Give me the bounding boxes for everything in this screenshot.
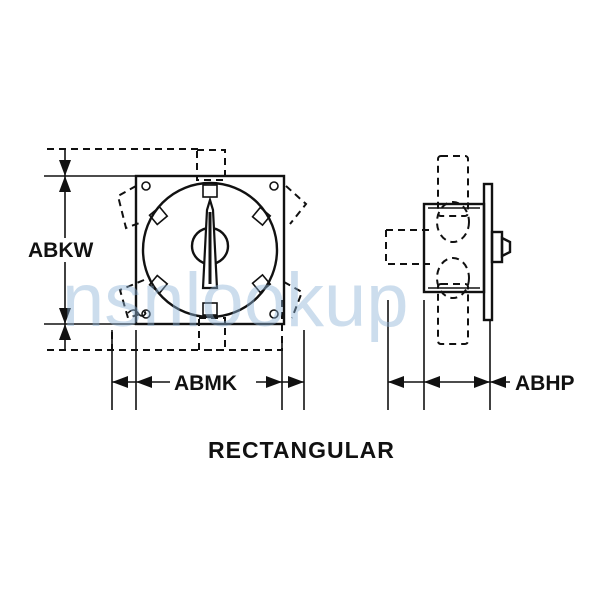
abmk-dimension: ABMK [111,330,305,410]
mounting-hole-tr [269,181,279,191]
dashed-handle-upper-left [116,185,143,230]
dashed-handle-top [196,149,226,181]
side-dashed-cam-lower [436,257,470,299]
abmk-arrow-1 [112,376,128,388]
switch-body-inner-lines [428,207,480,289]
position-marker-upper-right [251,206,272,227]
position-marker-bottom [202,302,218,316]
wire-lead [127,309,147,317]
dial-circle [141,181,279,319]
abmk-arrow-3 [266,376,282,388]
mounting-plate [134,174,286,326]
position-marker-lower-right [251,273,272,294]
mounting-hole-bl [141,309,151,319]
mounting-hole-br [269,309,279,319]
dashed-handle-lower-right [283,281,304,319]
knob-stub [490,230,504,264]
abmk-label-bg [170,370,256,394]
abkw-label-bg [26,238,106,262]
position-marker-lower-left [148,274,169,295]
watermark-text: nsnlookup [62,258,409,343]
position-marker-top [202,184,218,198]
abhp-dimension: ABHP [387,300,575,410]
dashed-handle-upper-right [285,185,308,225]
abkw-arrow-bottom-outer [59,324,71,340]
abmk-label: ABMK [174,372,237,395]
abkw-label: ABKW [28,239,93,262]
side-dashed-cam-upper [436,201,470,243]
abhp-arrow-4 [490,376,506,388]
side-mounting-plate [482,182,494,322]
side-dashed-box [385,230,430,265]
knob-tip [500,236,512,258]
abkw-arrow-top-inner [59,176,71,192]
abhp-arrow-3 [474,376,490,388]
abmk-arrow-2 [136,376,152,388]
mounting-hole-tl [141,181,151,191]
abhp-arrow-2 [424,376,440,388]
abhp-arrow-1 [388,376,404,388]
abmk-arrow-4 [288,376,304,388]
abkw-dimension: ABKW [26,149,136,350]
position-marker-upper-left [148,205,169,226]
abhp-label: ABHP [515,372,575,395]
figure-caption: RECTANGULAR [208,437,395,463]
switch-body [422,202,486,294]
front-view [47,148,308,351]
abkw-arrow-top-outer [59,160,71,176]
side-dashed-rotor-bottom [437,283,469,345]
side-dashed-rotor-top [437,155,469,217]
side-view [385,155,512,345]
abkw-arrow-bottom-inner [59,308,71,324]
